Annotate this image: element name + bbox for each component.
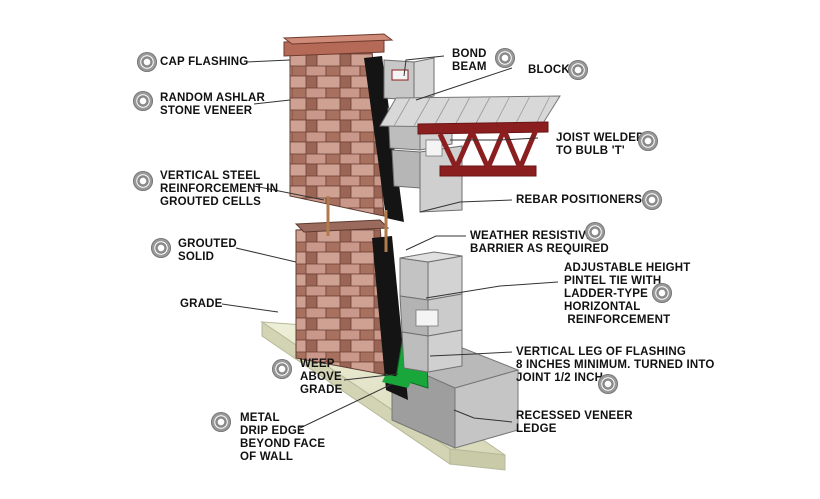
target-circle-icon	[495, 48, 515, 68]
footing	[390, 344, 520, 449]
target-circle-icon	[211, 412, 231, 432]
target-circle-icon	[638, 131, 658, 151]
target-circle-icon	[585, 222, 605, 242]
label-grade: GRADE	[180, 298, 223, 310]
steel-joist	[417, 121, 549, 177]
target-circle-icon	[133, 91, 153, 111]
label-rebar-positioners: REBAR POSITIONERS	[516, 194, 643, 206]
lower-cmu-blocks	[399, 251, 463, 373]
target-circle-icon	[133, 171, 153, 191]
leader-lines	[221, 55, 559, 429]
label-bond-beam: BOND BEAM	[452, 48, 487, 73]
target-circle-icon	[568, 60, 588, 80]
label-grouted-solid: GROUTED SOLID	[178, 238, 237, 263]
steel-deck	[379, 95, 561, 129]
label-cap-flashing: CAP FLASHING	[160, 56, 249, 68]
label-joist: JOIST WELDED TO BULB 'T'	[556, 132, 645, 157]
label-pintel-tie: ADJUSTABLE HEIGHT PINTEL TIE WITH LADDER…	[564, 262, 691, 326]
target-circle-icon	[642, 190, 662, 210]
label-weather-barrier: WEATHER RESISTIVE BARRIER AS REQUIRED	[470, 230, 609, 255]
vertical-rebar	[326, 196, 388, 252]
label-weep: WEEP ABOVE GRADE	[300, 358, 343, 396]
target-circle-icon	[272, 359, 292, 379]
label-recessed-ledge: RECESSED VENEER LEDGE	[516, 410, 633, 435]
label-block: BLOCK	[528, 64, 570, 76]
label-random-ashlar: RANDOM ASHLAR STONE VENEER	[160, 92, 266, 117]
target-circle-icon	[137, 52, 157, 72]
target-circle-icon	[151, 238, 171, 258]
lower-stone-veneer	[294, 219, 393, 377]
label-metal-drip-edge: METAL DRIP EDGE BEYOND FACE OF WALL	[240, 412, 326, 463]
label-vertical-steel: VERTICAL STEEL REINFORCEMENT IN GROUTED …	[160, 170, 279, 208]
target-circle-icon	[652, 283, 672, 303]
label-flashing-leg: VERTICAL LEG OF FLASHING 8 INCHES MINIMU…	[516, 346, 715, 384]
cap-flashing	[282, 33, 394, 57]
target-circle-icon	[598, 374, 618, 394]
